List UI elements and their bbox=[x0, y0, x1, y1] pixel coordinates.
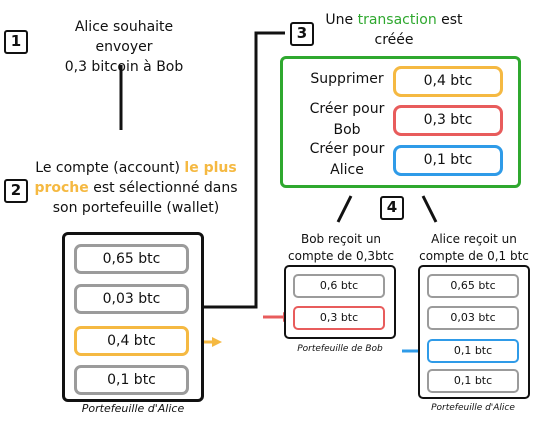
step3-highlight: transaction bbox=[357, 12, 437, 28]
bob-wallet-coin-1[interactable]: 0,6 btc bbox=[293, 274, 385, 298]
step2-part1: Le compte (account) bbox=[35, 160, 185, 176]
orange-arrow-head bbox=[212, 337, 222, 347]
step-2-badge: 2 bbox=[4, 179, 28, 203]
transaction-to-alice-connector bbox=[421, 195, 438, 223]
step3-line2: créée bbox=[374, 32, 414, 48]
transaction-row-1-label: Supprimer bbox=[310, 71, 384, 87]
step2-highlight1: le plus bbox=[184, 160, 237, 176]
alice-result-coin-1[interactable]: 0,65 btc bbox=[427, 274, 519, 298]
step3-suffix: est bbox=[436, 12, 463, 28]
step1-line2: 0,3 bitcoin à Bob bbox=[64, 59, 184, 75]
step2-text: Le compte (account) le plus proche est s… bbox=[28, 158, 244, 218]
alice-wallet-coin-1[interactable]: 0,65 btc bbox=[74, 244, 189, 274]
transaction-row-2-label: Créer pour Bob bbox=[309, 101, 385, 138]
bob-wallet: 0,6 btc 0,3 btc bbox=[284, 265, 396, 339]
alice-wallet-coin-2[interactable]: 0,03 btc bbox=[74, 284, 189, 314]
step2-part2: est sélectionné dans bbox=[88, 180, 238, 196]
bob-wallet-coin-new[interactable]: 0,3 btc bbox=[293, 306, 385, 330]
alice-result-wallet: 0,65 btc 0,03 btc 0,1 btc 0,1 btc bbox=[418, 265, 530, 399]
transaction-row-3-value[interactable]: 0,1 btc bbox=[393, 145, 503, 176]
alice-wallet-coin-4[interactable]: 0,1 btc bbox=[74, 365, 189, 395]
alice-result-coin-new[interactable]: 0,1 btc bbox=[427, 339, 519, 363]
transaction-box: Supprimer 0,4 btc Créer pour Bob 0,3 btc… bbox=[280, 56, 521, 188]
alice-wallet-caption: Portefeuille d'Alice bbox=[81, 402, 185, 415]
alice-result-header: Alice reçoit un compte de 0,1 btc bbox=[419, 232, 529, 263]
alice-result-coin-2[interactable]: 0,03 btc bbox=[427, 306, 519, 330]
step2-line3: son portefeuille (wallet) bbox=[52, 200, 220, 216]
step1-text: Alice souhaite envoyer 0,3 bitcoin à Bob bbox=[45, 17, 203, 77]
alice-result-coin-4[interactable]: 0,1 btc bbox=[427, 369, 519, 393]
step3-text: Une transaction est créée bbox=[320, 10, 468, 50]
step-4-badge: 4 bbox=[380, 196, 404, 220]
alice-wallet-coin-selected[interactable]: 0,4 btc bbox=[74, 326, 189, 356]
alice-result-caption: Portefeuille d'Alice bbox=[431, 403, 515, 413]
transaction-row-1-value[interactable]: 0,4 btc bbox=[393, 66, 503, 97]
step3-prefix: Une bbox=[325, 12, 358, 28]
alice-wallet: 0,65 btc 0,03 btc 0,4 btc 0,1 btc bbox=[62, 232, 204, 402]
step-1-badge: 1 bbox=[4, 30, 28, 54]
transaction-to-bob-connector bbox=[336, 195, 353, 223]
wallet-to-transaction-connector bbox=[202, 31, 285, 309]
bob-result-header: Bob reçoit un compte de 0,3btc bbox=[288, 232, 394, 263]
transaction-row-3-label: Créer pour Alice bbox=[309, 141, 385, 178]
transaction-row-2-value[interactable]: 0,3 btc bbox=[393, 105, 503, 136]
step1-line1: Alice souhaite envoyer bbox=[74, 19, 174, 55]
step2-highlight2: proche bbox=[34, 180, 89, 196]
step-3-badge: 3 bbox=[290, 22, 314, 46]
bob-wallet-caption: Portefeuille de Bob bbox=[297, 344, 383, 354]
